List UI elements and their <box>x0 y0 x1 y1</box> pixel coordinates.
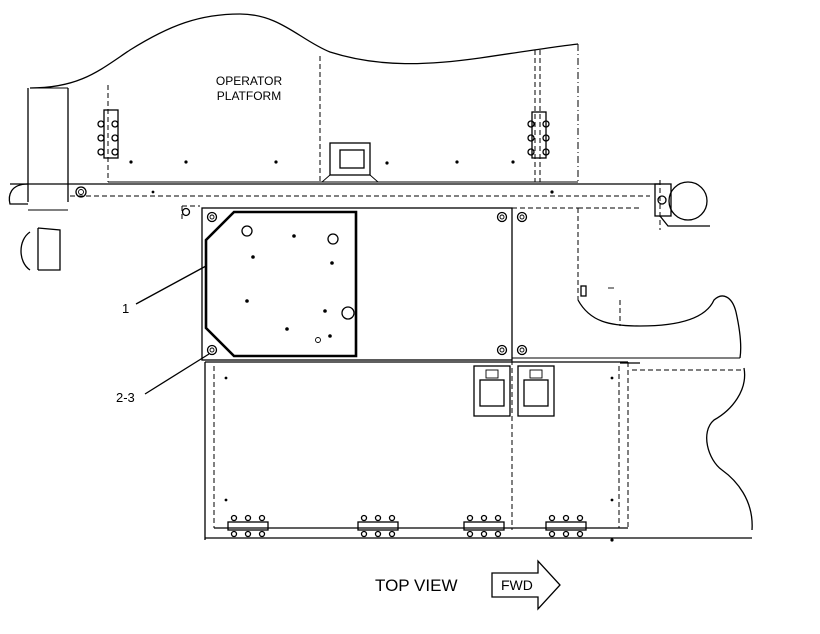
lower-latches <box>473 365 555 417</box>
bottom-hinge-2 <box>357 514 399 538</box>
right-round-component <box>578 180 710 230</box>
bottom-hinge-1 <box>227 514 269 538</box>
bottom-hinge-3 <box>463 514 505 538</box>
right-hinge <box>527 111 550 159</box>
operator-platform-outline <box>10 13 660 197</box>
right-structure <box>512 208 753 531</box>
callout-2-3: 2-3 <box>116 353 210 405</box>
left-frame <box>8 87 87 271</box>
view-title: TOP VIEW <box>375 576 458 595</box>
bottom-hinges <box>227 514 587 538</box>
forward-arrow-label: FWD <box>501 577 533 593</box>
callout-1: 1 <box>122 265 207 316</box>
callout-1-label: 1 <box>122 301 129 316</box>
lower-panel <box>204 360 752 542</box>
bottom-hinge-4 <box>545 514 587 538</box>
access-cover-plate <box>181 205 578 361</box>
operator-platform-label-line2: PLATFORM <box>217 89 281 103</box>
forward-arrow: FWD <box>491 559 561 611</box>
callout-2-3-label: 2-3 <box>116 390 135 405</box>
left-hinge <box>97 109 119 159</box>
platform-fastener-dots <box>129 160 554 194</box>
operator-platform-label: OPERATOR <box>216 74 283 88</box>
platform-latch <box>321 142 379 183</box>
